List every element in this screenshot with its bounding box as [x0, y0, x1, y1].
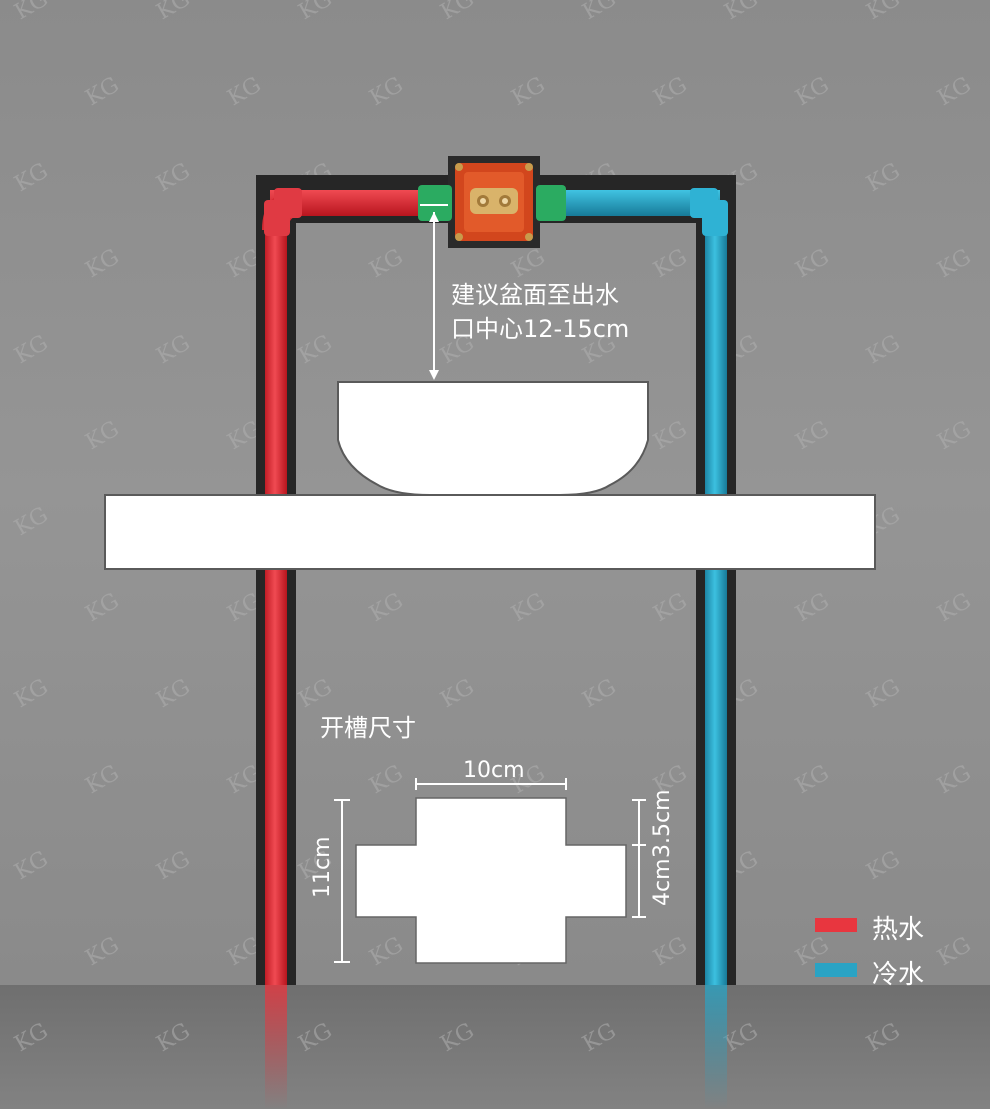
mixing-valve: [418, 156, 566, 248]
legend-hot-swatch: [815, 918, 857, 932]
slot-height-label: 11cm: [310, 836, 335, 898]
height-note-line1: 建议盆面至出水: [451, 281, 619, 309]
legend-cold-swatch: [815, 963, 857, 977]
legend-hot-label: 热水: [872, 915, 925, 945]
outlet-height-dimension: [420, 204, 448, 380]
countertop: [104, 494, 876, 570]
hot-water-pipe: [262, 188, 430, 1109]
slot-height-dimension: [334, 799, 350, 963]
cold-water-pipe: [560, 188, 728, 1109]
floor: [0, 985, 990, 1109]
slot-arm-height-label: 3.5cm: [650, 789, 675, 858]
slot-width-label: 10cm: [463, 758, 525, 783]
slot-shape: [355, 797, 627, 964]
legend-cold-label: 冷水: [872, 960, 925, 990]
height-note-line2: 口中心12-15cm: [451, 315, 630, 343]
slot-center-height-label: 4cm: [650, 858, 675, 906]
slot-arm-dimension: [632, 799, 646, 918]
slot-title: 开槽尺寸: [320, 714, 416, 742]
basin: [337, 381, 649, 496]
slot-width-dimension: [415, 778, 567, 790]
